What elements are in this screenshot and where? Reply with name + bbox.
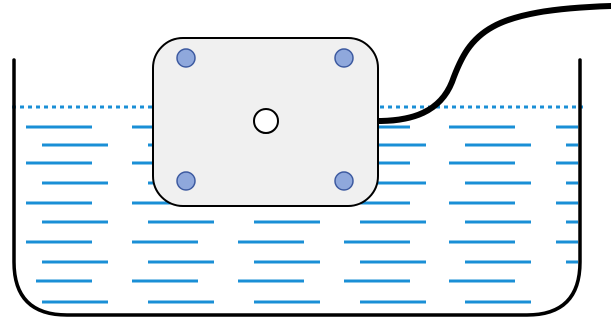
screw-icon <box>334 171 354 191</box>
screw-icon <box>176 48 196 68</box>
cable-icon <box>375 3 611 124</box>
submerged-device-icon <box>152 37 379 207</box>
screw-icon <box>334 48 354 68</box>
indicator-light-icon <box>253 108 279 134</box>
screw-icon <box>176 171 196 191</box>
tank-outline-icon <box>12 58 582 317</box>
